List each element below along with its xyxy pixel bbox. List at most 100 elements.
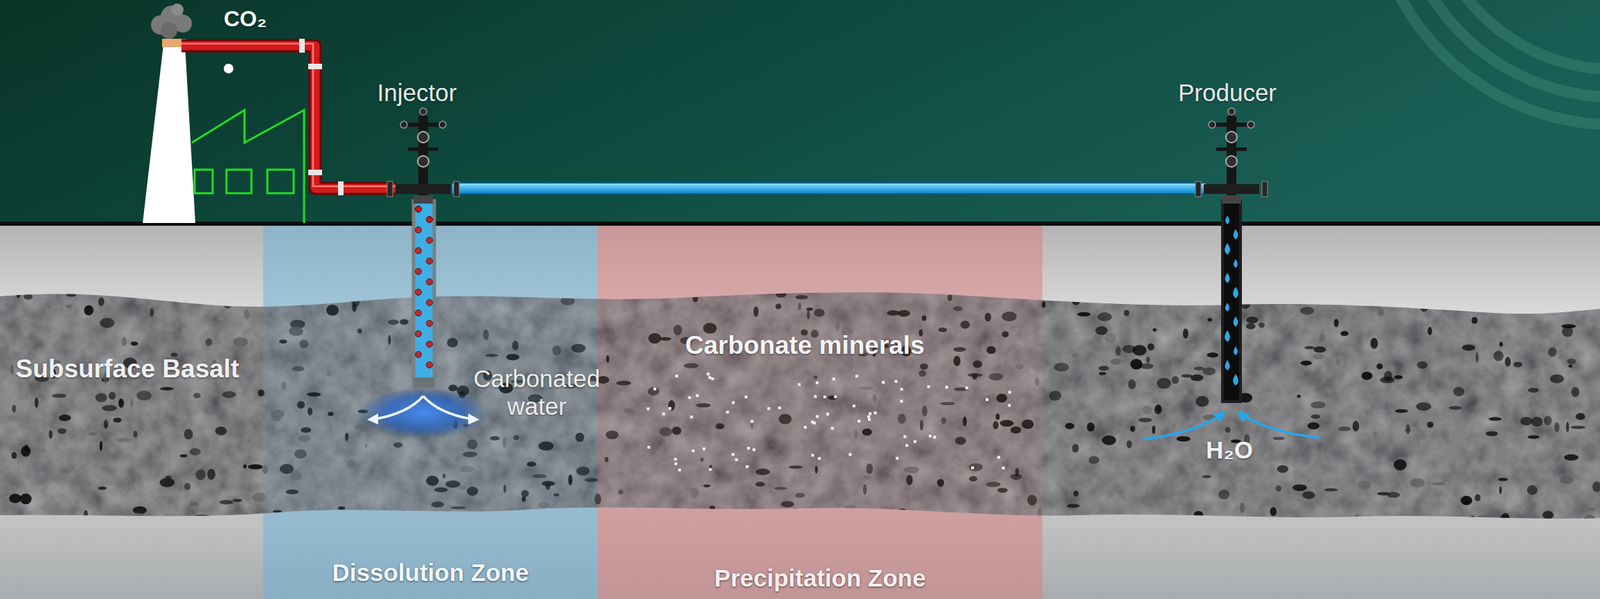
ellipse-shape <box>1218 489 1230 500</box>
ellipse-shape <box>1130 425 1136 433</box>
ellipse-shape <box>1561 324 1576 329</box>
ellipse-shape <box>1327 297 1334 303</box>
zone-band: Precipitation Zone <box>597 225 1043 599</box>
ellipse-shape <box>1377 295 1390 306</box>
ellipse-shape <box>1130 358 1143 370</box>
ellipse-shape <box>1054 362 1069 372</box>
ellipse-shape <box>184 482 191 491</box>
ellipse-shape <box>34 397 39 408</box>
ellipse-shape <box>1356 481 1371 490</box>
producer-well <box>1195 108 1268 402</box>
ellipse-shape <box>1115 346 1121 357</box>
ellipse-shape <box>1072 299 1080 305</box>
ellipse-shape <box>20 493 32 505</box>
polyline-shape <box>191 110 305 224</box>
ellipse-shape <box>160 387 174 391</box>
sky-background <box>0 0 1600 226</box>
arrowhead <box>1237 411 1250 423</box>
ellipse-shape <box>223 302 231 309</box>
ellipse-shape <box>159 477 175 488</box>
ellipse-shape <box>1550 374 1564 384</box>
circle-shape <box>160 22 178 39</box>
ellipse-shape <box>11 452 18 460</box>
ellipse-shape <box>112 417 122 423</box>
ellipse-shape <box>205 338 213 347</box>
ellipse-shape <box>1570 425 1586 430</box>
ellipse-shape <box>1065 423 1075 430</box>
ellipse-shape <box>1246 323 1256 330</box>
ellipse-shape <box>1153 405 1162 415</box>
ellipse-shape <box>1300 360 1312 366</box>
ellipse-shape <box>1316 442 1323 450</box>
path-shape <box>181 45 397 189</box>
path-shape <box>1142 415 1221 440</box>
ellipse-shape <box>1571 387 1580 397</box>
ellipse-shape <box>1190 374 1204 382</box>
ellipse-shape <box>16 288 21 298</box>
ellipse-shape <box>1099 371 1107 375</box>
path-shape <box>181 45 397 189</box>
factory-smoke <box>150 3 192 39</box>
ellipse-shape <box>51 394 67 399</box>
ellipse-shape <box>1406 424 1411 435</box>
ellipse-shape <box>1258 322 1265 329</box>
ellipse-shape <box>1376 363 1383 370</box>
ellipse-shape <box>1471 317 1479 325</box>
ellipse-shape <box>1566 358 1576 365</box>
ellipse-shape <box>1390 288 1402 300</box>
ellipse-shape <box>116 437 131 442</box>
ellipse-shape <box>194 514 210 518</box>
ellipse-shape <box>1277 465 1289 474</box>
ellipse-shape <box>1586 520 1591 525</box>
ellipse-shape <box>1527 485 1538 496</box>
ellipse-shape <box>1088 456 1100 465</box>
ellipse-shape <box>11 404 16 413</box>
ellipse-shape <box>1476 514 1490 523</box>
ellipse-shape <box>1498 477 1508 481</box>
ellipse-shape <box>1474 494 1481 502</box>
rect-shape <box>226 169 252 194</box>
ellipse-shape <box>130 341 138 346</box>
ellipse-shape <box>83 305 94 316</box>
ellipse-shape <box>233 337 248 348</box>
ellipse-shape <box>1066 286 1070 295</box>
circle-shape <box>426 216 433 224</box>
ellipse-shape <box>1410 477 1425 487</box>
ellipse-shape <box>1205 284 1208 291</box>
ellipse-shape <box>1071 353 1078 357</box>
ellipse-shape <box>1431 482 1445 486</box>
gas-label: CO₂ <box>223 6 267 32</box>
ellipse-shape <box>1498 486 1502 494</box>
rect-shape <box>308 169 323 176</box>
ellipse-shape <box>1548 347 1558 358</box>
ellipse-shape <box>108 392 116 400</box>
ellipse-shape <box>1183 517 1191 522</box>
rect-shape <box>308 63 323 70</box>
ellipse-shape <box>1427 326 1432 336</box>
ellipse-shape <box>1568 365 1573 368</box>
ellipse-shape <box>1202 367 1216 375</box>
factory-building <box>191 110 305 224</box>
ellipse-shape <box>1372 431 1377 437</box>
ellipse-shape <box>1420 306 1428 312</box>
precipitation-tint <box>597 225 1043 599</box>
ellipse-shape <box>178 326 182 334</box>
ellipse-shape <box>193 522 209 527</box>
ellipse-shape <box>195 469 206 480</box>
ellipse-shape <box>1559 475 1573 485</box>
well-label: Producer <box>1178 78 1277 107</box>
ellipse-shape <box>99 441 103 451</box>
ellipse-shape <box>1324 488 1338 492</box>
ellipse-shape <box>1501 513 1509 520</box>
water-drops <box>1224 215 1239 386</box>
ellipse-shape <box>1449 405 1463 411</box>
ellipse-shape <box>1225 427 1231 433</box>
ellipse-shape <box>180 454 188 458</box>
ellipse-shape <box>1542 511 1554 520</box>
ellipse-shape <box>1310 401 1326 409</box>
path-shape <box>1225 360 1231 371</box>
ellipse-shape <box>1587 507 1596 512</box>
ellipse-shape <box>88 432 98 435</box>
ellipse-shape <box>10 364 14 375</box>
